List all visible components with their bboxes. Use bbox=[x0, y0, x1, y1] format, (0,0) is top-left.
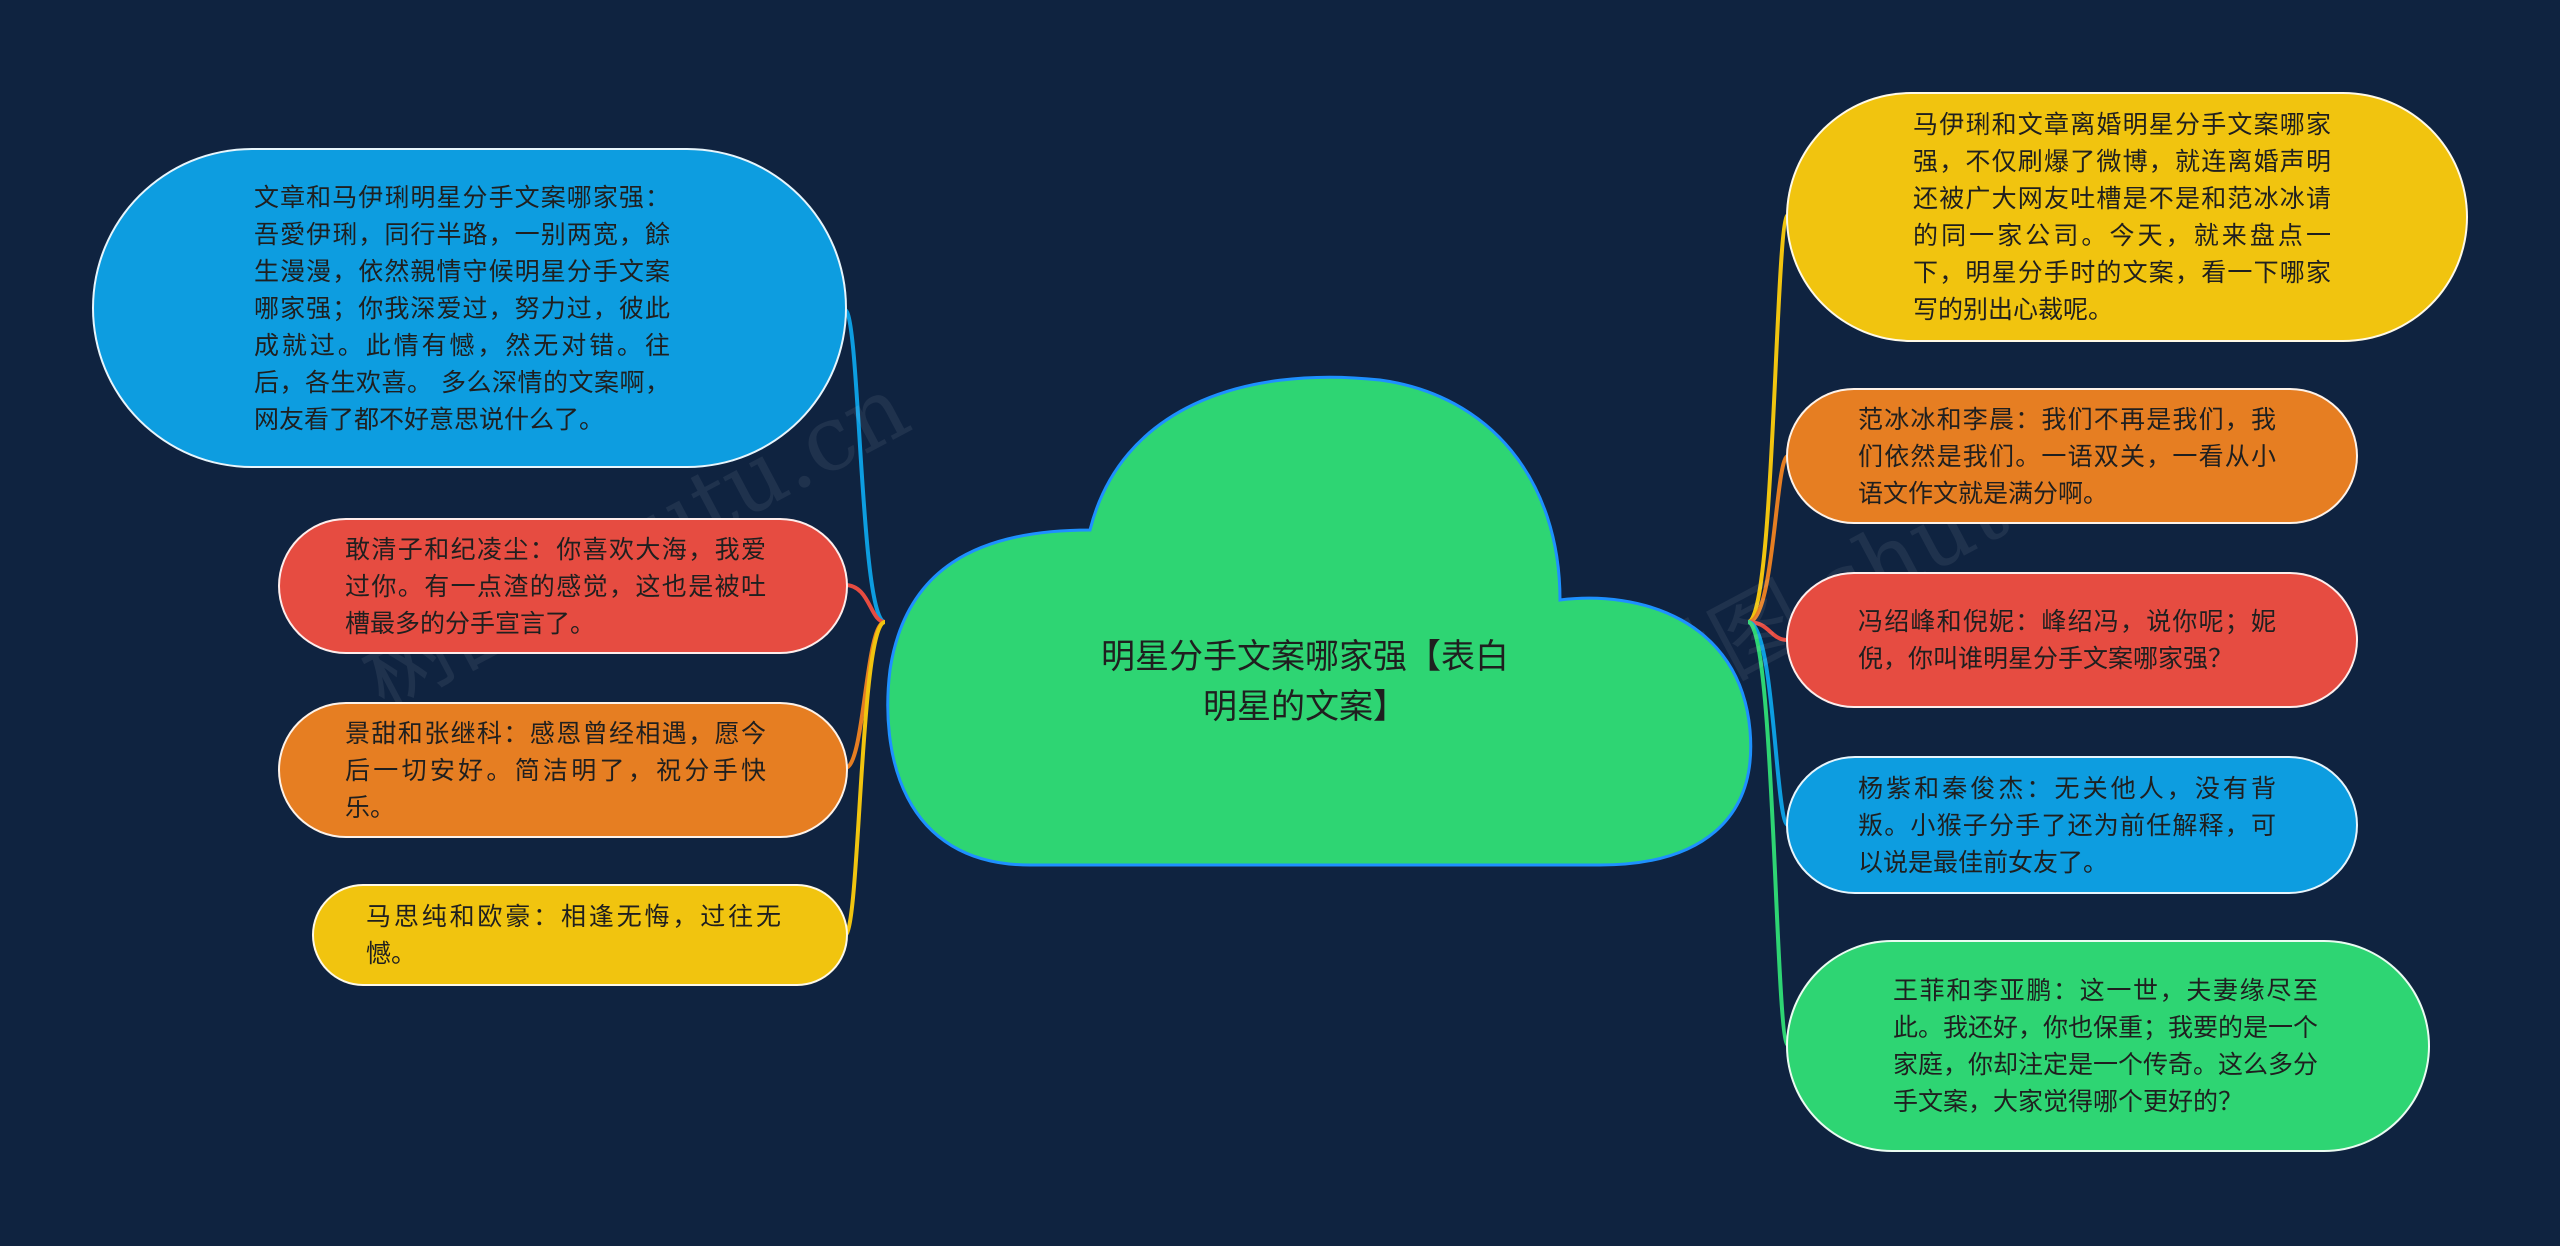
node-masichun-ouhao[interactable]: 马思纯和欧豪：相逢无悔，过往无憾。 bbox=[312, 884, 848, 986]
node-text: 王菲和李亚鹏：这一世，夫妻缘尽至此。我还好，你也保重；我要的是一个家庭，你却注定… bbox=[1893, 976, 2319, 1116]
node-text: 杨紫和秦俊杰：无关他人，没有背叛。小猴子分手了还为前任解释，可以说是最佳前女友了… bbox=[1858, 773, 2276, 877]
node-text: 冯绍峰和倪妮：峰绍冯，说你呢；妮倪，你叫谁明星分手文案哪家强？ bbox=[1858, 607, 2276, 673]
node-fanbingbing-lichen[interactable]: 范冰冰和李晨：我们不再是我们，我们依然是我们。一语双关，一看从小语文作文就是满分… bbox=[1786, 388, 2358, 524]
root-cloud-shape bbox=[886, 375, 1753, 867]
link-r2 bbox=[1747, 454, 1790, 624]
link-l4 bbox=[843, 620, 887, 937]
link-r5 bbox=[1746, 620, 1790, 1047]
node-fengshaofeng-nini[interactable]: 冯绍峰和倪妮：峰绍冯，说你呢；妮倪，你叫谁明星分手文案哪家强？ bbox=[1786, 572, 2358, 708]
node-text: 马思纯和欧豪：相逢无悔，过往无憾。 bbox=[366, 902, 781, 968]
node-text: 马伊琍和文章离婚明星分手文案哪家强，不仅刷爆了微博，就连离婚声明还被广大网友吐槽… bbox=[1913, 110, 2331, 324]
node-text: 文章和马伊琍明星分手文案哪家强：吾愛伊琍，同行半路，一别两宽，餘生漫漫，依然親情… bbox=[254, 182, 670, 434]
node-intro[interactable]: 马伊琍和文章离婚明星分手文案哪家强，不仅刷爆了微博，就连离婚声明还被广大网友吐槽… bbox=[1786, 92, 2468, 342]
node-jingtian-zhangjike[interactable]: 景甜和张继科：感恩曾经相遇，愿今后一切安好。简洁明了，祝分手快乐。 bbox=[278, 702, 848, 838]
root-topic[interactable]: 明星分手文案哪家强【表白明星的文案】 bbox=[1101, 637, 1509, 727]
link-r4 bbox=[1747, 620, 1790, 827]
link-r1 bbox=[1746, 213, 1790, 624]
node-wangfei-liyapeng[interactable]: 王菲和李亚鹏：这一世，夫妻缘尽至此。我还好，你也保重；我要的是一个家庭，你却注定… bbox=[1786, 940, 2430, 1152]
node-wenzhang-mayili[interactable]: 文章和马伊琍明星分手文案哪家强：吾愛伊琍，同行半路，一别两宽，餘生漫漫，依然親情… bbox=[92, 148, 847, 468]
node-text: 景甜和张继科：感恩曾经相遇，愿今后一切安好。简洁明了，祝分手快乐。 bbox=[345, 718, 766, 822]
node-kanqingzi-jilingchen[interactable]: 敢清子和纪凌尘：你喜欢大海，我爱过你。有一点渣的感觉，这也是被吐槽最多的分手宣言… bbox=[278, 518, 848, 654]
node-text: 范冰冰和李晨：我们不再是我们，我们依然是我们。一语双关，一看从小语文作文就是满分… bbox=[1858, 404, 2276, 508]
node-yangzi-qinjunjie[interactable]: 杨紫和秦俊杰：无关他人，没有背叛。小猴子分手了还为前任解释，可以说是最佳前女友了… bbox=[1786, 756, 2358, 894]
link-l2 bbox=[844, 583, 886, 624]
link-l1 bbox=[843, 308, 887, 624]
node-text: 敢清子和纪凌尘：你喜欢大海，我爱过你。有一点渣的感觉，这也是被吐槽最多的分手宣言… bbox=[345, 534, 766, 638]
